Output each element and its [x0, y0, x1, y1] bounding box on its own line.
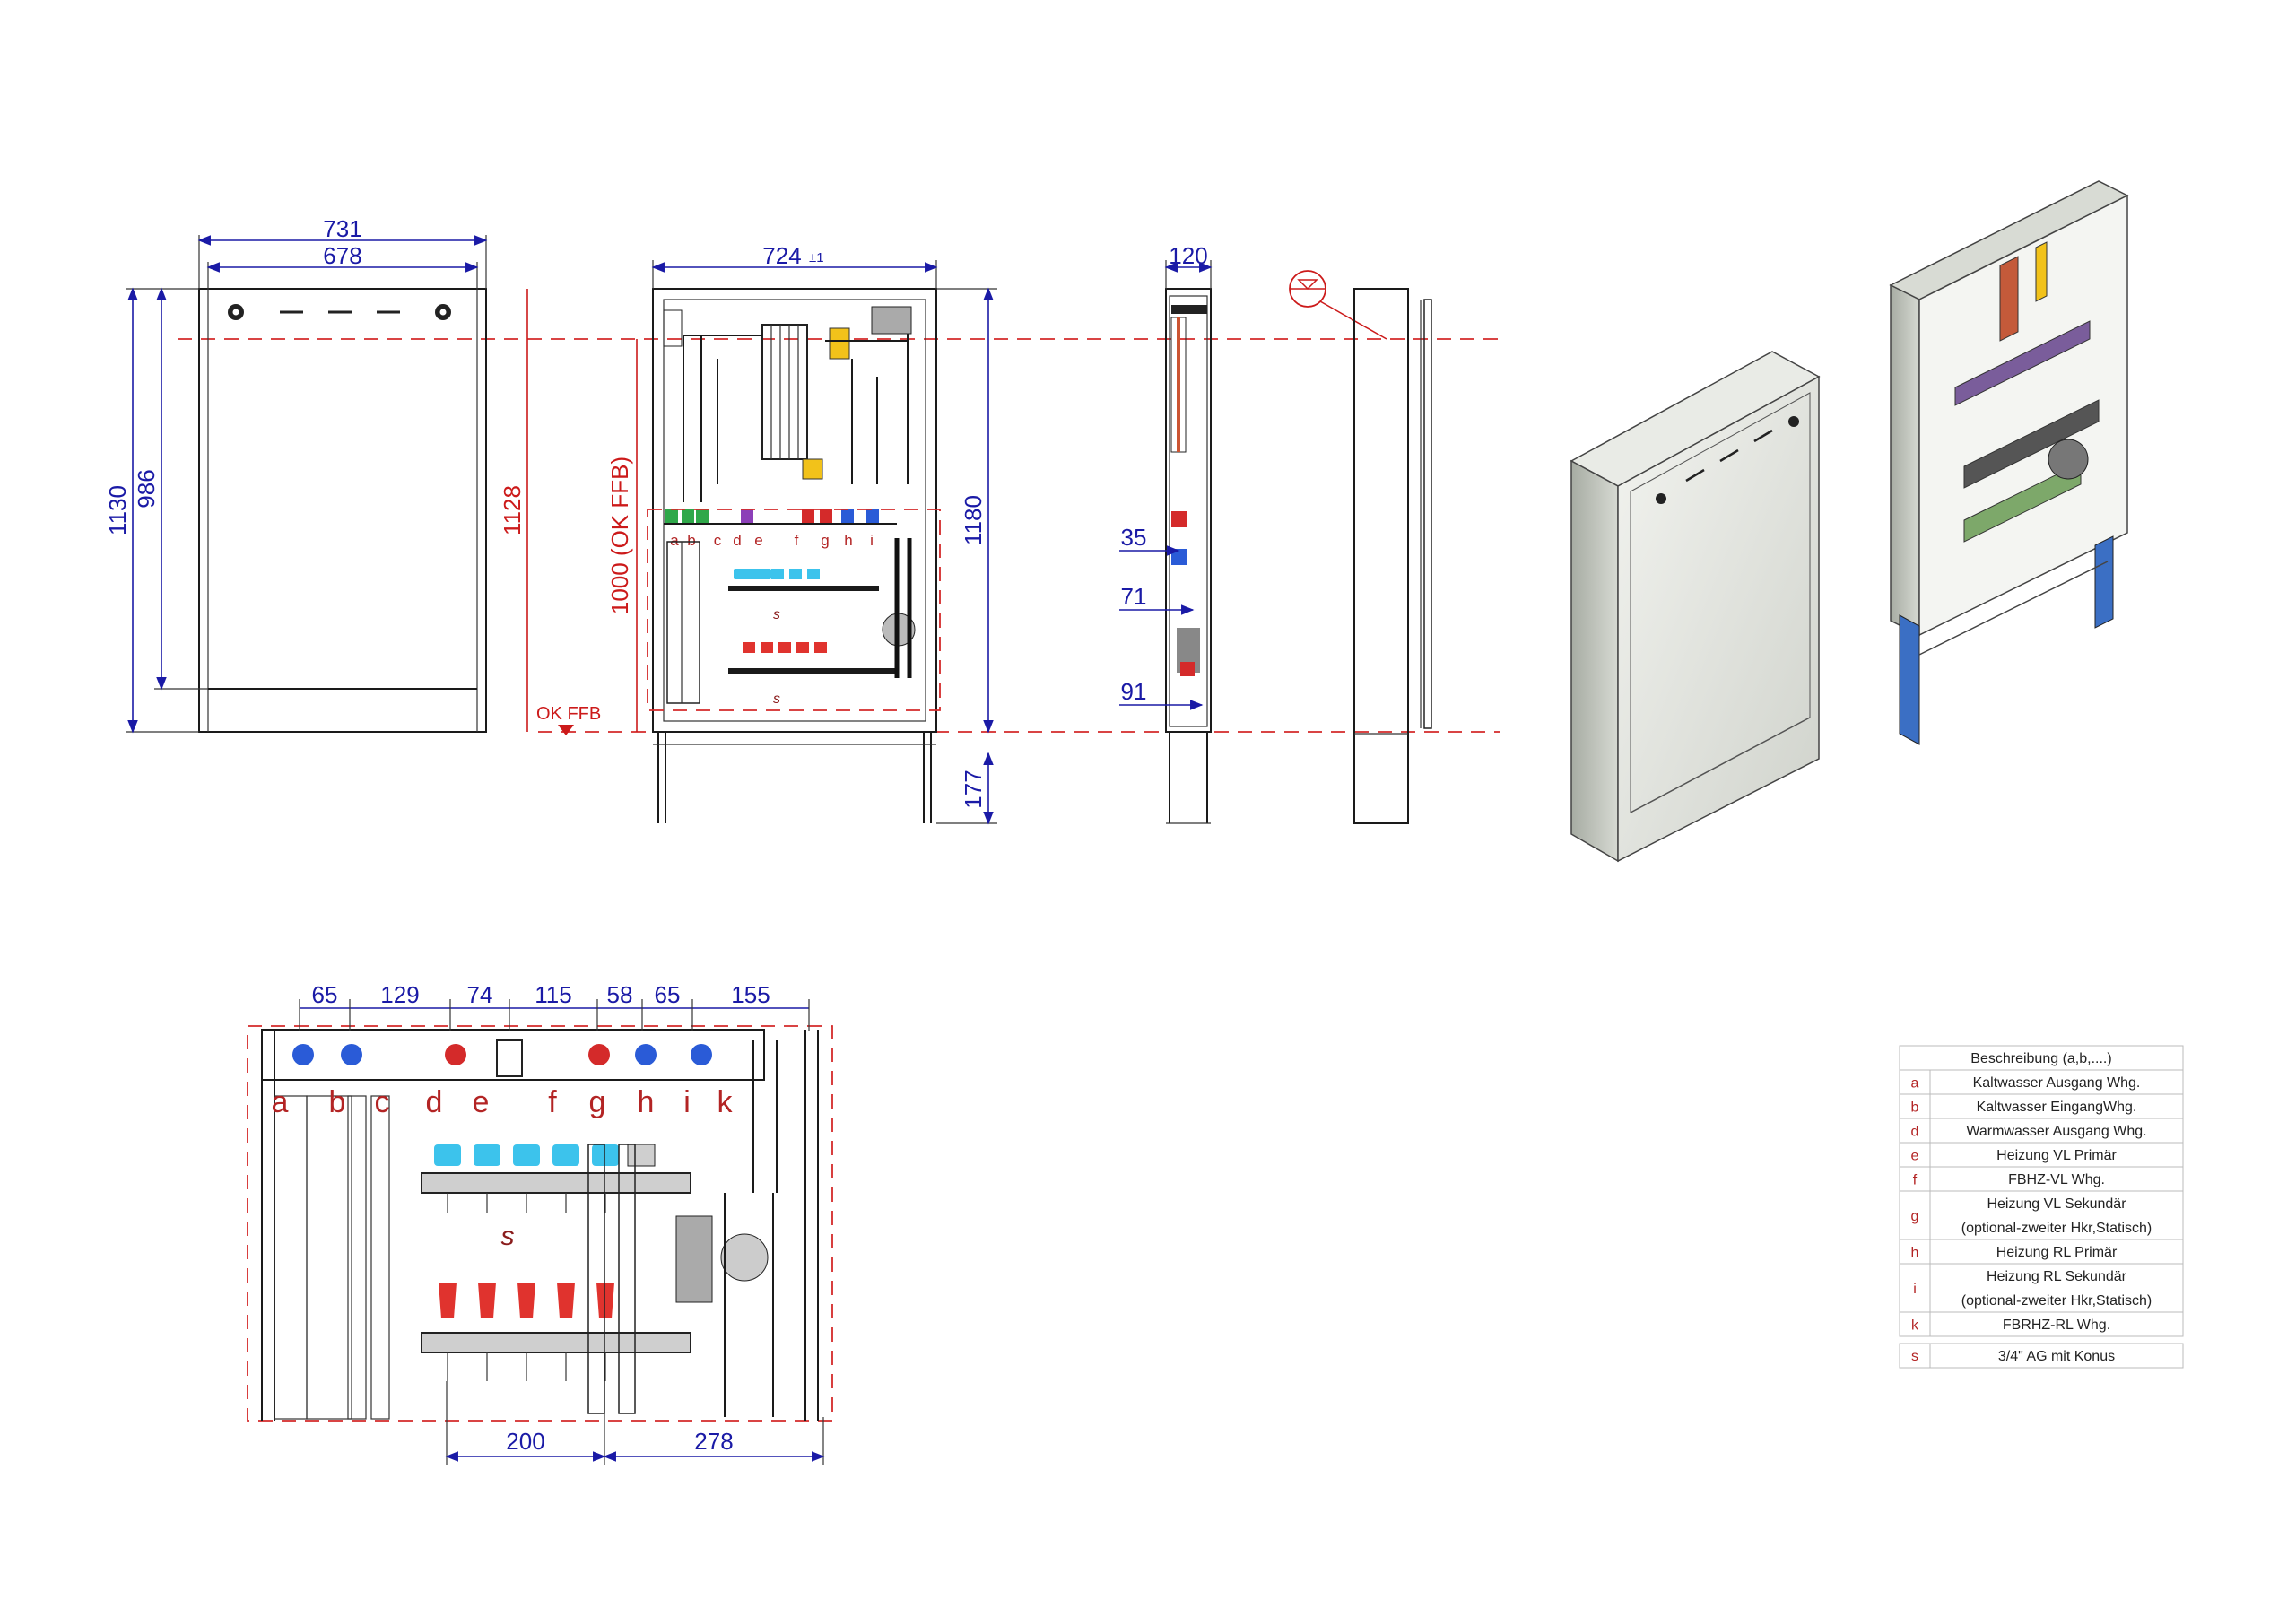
legend-key: a	[1911, 1076, 1919, 1092]
open-manifold-flow: s	[728, 569, 879, 622]
svg-text:74: 74	[467, 981, 493, 1008]
svg-text:i: i	[870, 532, 874, 549]
legend-description: Warmwasser Ausgang Whg.	[1966, 1124, 2146, 1139]
front-view: 731 678 1130 986 1128 OK FFB	[104, 215, 601, 735]
legend-key: h	[1911, 1246, 1919, 1261]
legend-description: FBRHZ-RL Whg.	[2003, 1318, 2110, 1333]
svg-text:155: 155	[731, 981, 770, 1008]
svg-text:58: 58	[607, 981, 633, 1008]
legend-description: 3/4" AG mit Konus	[1998, 1349, 2115, 1364]
svg-text:200: 200	[506, 1428, 544, 1455]
legend-key: i	[1913, 1282, 1917, 1297]
dim-71: 71	[1121, 583, 1147, 610]
svg-text:h: h	[638, 1085, 655, 1119]
dim-1180: 1180	[960, 495, 987, 545]
side-view: 120 35 71 91	[1119, 242, 1213, 824]
svg-text:129: 129	[380, 981, 419, 1008]
svg-text:65: 65	[312, 981, 338, 1008]
manifold-detail: a b c d e f g h i k s	[247, 981, 833, 1465]
svg-text:e: e	[473, 1085, 490, 1119]
svg-text:d: d	[426, 1085, 443, 1119]
dim-724: 724	[762, 242, 801, 269]
legend-key: s	[1911, 1349, 1918, 1364]
svg-text:65: 65	[655, 981, 681, 1008]
legend-key: g	[1911, 1209, 1919, 1224]
manifold-top-valves	[292, 1039, 778, 1193]
svg-text:i: i	[683, 1085, 691, 1119]
dim-1000-ok-ffb: 1000 (OK FFB)	[606, 457, 633, 614]
svg-text:k: k	[718, 1085, 734, 1119]
dim-678: 678	[323, 242, 361, 269]
ok-ffb-label: OK FFB	[536, 704, 601, 724]
dim-1130: 1130	[104, 485, 131, 535]
svg-text:c: c	[714, 532, 722, 549]
open-manifold-return: s	[728, 642, 897, 707]
dim-731: 731	[323, 215, 361, 242]
legend-table: Beschreibung (a,b,....) a Kaltwasser Ausga…	[1899, 1045, 2184, 1369]
top-dimension-chain: 65 129 74 115 58 65 155	[299, 981, 810, 1031]
dim-177: 177	[960, 770, 987, 808]
legend-key: d	[1911, 1125, 1919, 1140]
svg-text:b: b	[329, 1085, 346, 1119]
legend-description: Heizung RL Primär	[1996, 1245, 2118, 1260]
svg-text:s: s	[773, 607, 780, 622]
pump-icon	[675, 1215, 713, 1303]
legend-key: k	[1911, 1318, 1919, 1334]
legend-description: (optional-zweiter Hkr,Statisch)	[1961, 1221, 2152, 1236]
svg-text:s: s	[773, 691, 780, 707]
dim-724-tolerance: ±1	[809, 250, 824, 265]
svg-text:e: e	[754, 532, 762, 549]
dim-35: 35	[1121, 524, 1147, 551]
legend-description: Heizung VL Primär	[1996, 1148, 2117, 1163]
primary-valve-row	[664, 509, 897, 525]
svg-text:g: g	[821, 532, 829, 549]
iso-cabinet-closed	[1570, 351, 1821, 863]
iso-cabinet-open	[1889, 180, 2129, 745]
dim-91: 91	[1121, 678, 1147, 705]
manifold-port-labels: a b c d e f g h i k	[272, 1085, 734, 1119]
legend-key: b	[1911, 1100, 1919, 1116]
svg-text:115: 115	[535, 981, 571, 1008]
svg-text:f: f	[795, 532, 799, 549]
legend-description: FBHZ-VL Whg.	[2008, 1172, 2105, 1187]
legend-header: Beschreibung (a,b,....)	[1970, 1051, 2111, 1066]
svg-text:a: a	[670, 532, 679, 549]
legend-key: e	[1911, 1149, 1919, 1164]
legend-description: Heizung VL Sekundär	[1987, 1196, 2126, 1212]
legend-description: Kaltwasser EingangWhg.	[1977, 1100, 2137, 1115]
return-manifold	[421, 1283, 691, 1381]
svg-text:c: c	[375, 1085, 390, 1119]
legend-description: (optional-zweiter Hkr,Statisch)	[1961, 1293, 2152, 1309]
profile-view	[1289, 270, 1432, 824]
svg-text:b: b	[687, 532, 695, 549]
open-view: a b c d e f g h i s	[606, 242, 997, 825]
svg-text:d: d	[733, 532, 741, 549]
svg-text:f: f	[548, 1085, 557, 1119]
flow-manifold: s	[421, 1144, 691, 1251]
svg-text:a: a	[272, 1085, 289, 1119]
s-label: s	[501, 1222, 515, 1251]
dim-120: 120	[1169, 242, 1207, 269]
legend-key: f	[1913, 1173, 1918, 1188]
legend-description: Kaltwasser Ausgang Whg.	[1973, 1075, 2141, 1091]
legend-description: Heizung RL Sekundär	[1987, 1269, 2127, 1284]
dim-1128: 1128	[499, 485, 526, 535]
svg-text:278: 278	[694, 1428, 733, 1455]
svg-text:h: h	[844, 532, 852, 549]
dim-986: 986	[133, 469, 160, 508]
open-view-port-labels: a b c d e f g h i	[670, 532, 874, 549]
bottom-dimension-chain: 200 278	[445, 1381, 825, 1465]
svg-text:g: g	[589, 1085, 606, 1119]
floor-marker-icon	[558, 725, 574, 735]
